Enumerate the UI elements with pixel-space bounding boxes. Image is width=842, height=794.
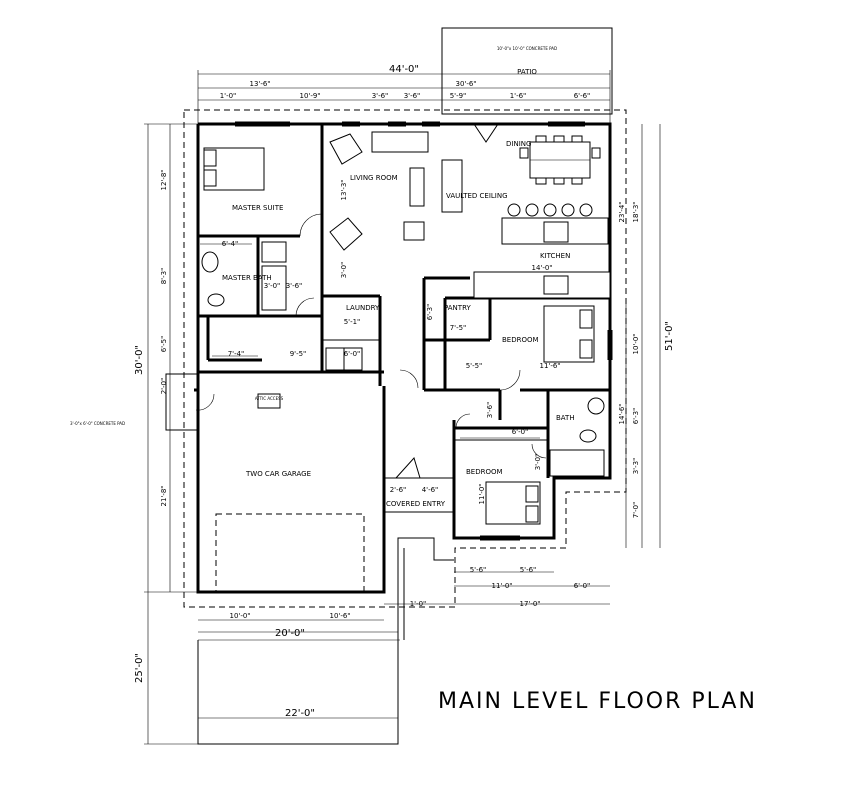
- dim-10-6-bottom: 10'-6": [329, 612, 350, 620]
- dim-3-0-mb: 3'-0": [264, 282, 281, 290]
- dim-7-4: 7'-4": [228, 350, 245, 358]
- dimension-labels: 44'-0" 13'-6" 30'-6" 1'-0" 10'-9" 3'-6" …: [134, 64, 675, 719]
- dim-11-0-bed2: 11'-0": [478, 483, 486, 504]
- dim-3-0-bath: 3'-0": [534, 454, 542, 471]
- dim-14-6: 14'-6": [618, 403, 626, 424]
- dim-6-6: 6'-6": [574, 92, 591, 100]
- dim-14-0: 14'-0": [531, 264, 552, 272]
- patio-pad: 10'-0"x 10'-0" CONCRETE PAD PATIO: [441, 27, 613, 115]
- furniture: [200, 131, 611, 525]
- bedroom-1-label: BEDROOM: [502, 336, 539, 344]
- dim-17-0: 17'-0": [519, 600, 540, 608]
- dim-3-6-hall: 3'-6": [486, 402, 494, 419]
- dim-18-3: 18'-3": [632, 201, 640, 222]
- dim-8-3: 8'-3": [160, 268, 168, 285]
- dim-driveway-width: 22'-0": [285, 708, 315, 719]
- dim-12-8: 12'-8": [160, 169, 168, 190]
- attic-access-label: ATTIC ACCESS: [255, 396, 284, 401]
- living-room-label: LIVING ROOM: [350, 174, 398, 182]
- dim-10-9: 10'-9": [299, 92, 320, 100]
- dim-6-0-bottom: 6'-0": [574, 582, 591, 590]
- patio-label: PATIO: [517, 68, 537, 76]
- dim-5-9: 5'-9": [450, 92, 467, 100]
- dim-7-5: 7'-5": [450, 324, 467, 332]
- dim-garage-width: 20'-0": [275, 628, 305, 639]
- master-suite-label: MASTER SUITE: [232, 204, 283, 212]
- dim-5-5: 5'-5": [466, 362, 483, 370]
- dim-1-0-top: 1'-0": [220, 92, 237, 100]
- dim-overall-width: 44'-0": [389, 64, 419, 75]
- dining-label: DINING: [506, 140, 531, 148]
- dim-6-0-laundry: 6'-0": [344, 350, 361, 358]
- dim-6-3: 6'-3": [632, 408, 640, 425]
- dim-13-6: 13'-6": [249, 80, 270, 88]
- room-labels: DINING LIVING ROOM VAULTED CEILING KITCH…: [70, 140, 575, 508]
- vaulted-ceiling-label: VAULTED CEILING: [446, 192, 508, 200]
- dim-5-6-a: 5'-6": [470, 566, 487, 574]
- dim-3-6-mb: 3'-6": [286, 282, 303, 290]
- dim-10-0-right: 10'-0": [632, 333, 640, 354]
- dimension-lines: [144, 70, 661, 745]
- covered-entry-label: COVERED ENTRY: [386, 500, 446, 508]
- dim-6-5: 6'-5": [160, 336, 168, 353]
- dim-7-0: 7'-0": [632, 502, 640, 519]
- plan-title: MAIN LEVEL FLOOR PLAN: [438, 689, 757, 714]
- roof-outline: [183, 109, 627, 608]
- dim-2-0: 2'-0": [160, 378, 168, 395]
- side-pad-label: 3'-0"x 6'-0" CONCRETE PAD: [70, 421, 125, 426]
- driveway: [165, 373, 454, 745]
- dim-1-6: 1'-6": [510, 92, 527, 100]
- dim-21-8: 21'-8": [160, 485, 168, 506]
- master-bath-label: MASTER BATH: [222, 274, 272, 282]
- dim-3-6-b: 3'-6": [404, 92, 421, 100]
- dim-5-1: 5'-1": [344, 318, 361, 326]
- dim-30-6: 30'-6": [455, 80, 476, 88]
- dim-6-3-pantry: 6'-3": [426, 304, 434, 321]
- dim-13-3: 13'-3": [340, 179, 348, 200]
- dim-4-6: 4'-6": [422, 486, 439, 494]
- dim-3-3: 3'-3": [632, 458, 640, 475]
- dim-11-6: 11'-6": [539, 362, 560, 370]
- pantry-label: PANTRY: [444, 304, 471, 312]
- dim-driveway-depth: 25'-0": [134, 653, 145, 683]
- dim-23-4: 23'-4": [618, 201, 626, 222]
- dim-9-5: 9'-5": [290, 350, 307, 358]
- dim-6-0-bath: 6'-0": [512, 428, 529, 436]
- dim-11-0-bottom: 11'-0": [491, 582, 512, 590]
- dim-3-6-a: 3'-6": [372, 92, 389, 100]
- two-car-garage-label: TWO CAR GARAGE: [245, 470, 311, 478]
- dim-5-6-b: 5'-6": [520, 566, 537, 574]
- laundry-label: LAUNDRY: [346, 304, 380, 312]
- dim-1-0-bottom: 1'-0": [410, 600, 427, 608]
- bedroom-2-label: BEDROOM: [466, 468, 503, 476]
- doors: [195, 123, 547, 479]
- dim-2-6: 2'-6": [390, 486, 407, 494]
- concrete-pad-label: 10'-0"x 10'-0" CONCRETE PAD: [497, 46, 557, 51]
- dim-10-0-bottom: 10'-0": [229, 612, 250, 620]
- dim-left-depth: 30'-0": [134, 345, 145, 375]
- kitchen-label: KITCHEN: [540, 252, 570, 260]
- dim-overall-depth: 51'-0": [664, 321, 675, 351]
- dim-3-0-living: 3'-0": [340, 262, 348, 279]
- bath-label: BATH: [556, 414, 575, 422]
- interior-walls: [198, 124, 610, 513]
- dim-6-4: 6'-4": [222, 240, 239, 248]
